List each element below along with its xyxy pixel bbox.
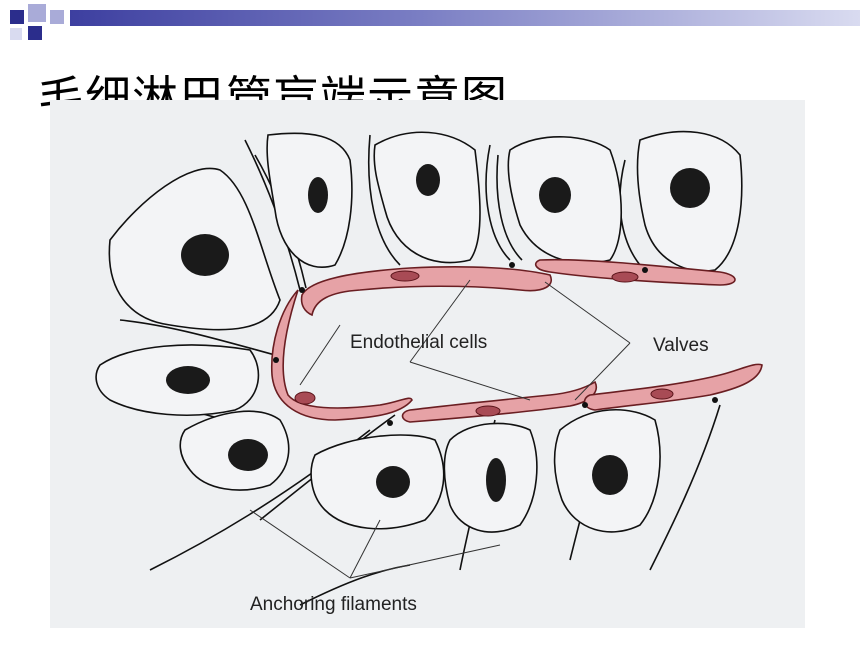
- nucleus: [308, 177, 328, 213]
- nucleus: [670, 168, 710, 208]
- nucleus: [228, 439, 268, 471]
- junction-dot: [299, 287, 305, 293]
- junction-dot: [509, 262, 515, 268]
- pointer-anchoring: [249, 509, 351, 579]
- nuclei: [166, 164, 710, 502]
- deco-square-light-1: [28, 4, 46, 22]
- tissue-line: [485, 144, 511, 261]
- cell: [373, 131, 481, 264]
- header-gradient-bar: [70, 10, 860, 26]
- endothelial-cell-bottom: [401, 380, 597, 423]
- junction-dot: [582, 402, 588, 408]
- label-valves: Valves: [653, 335, 709, 356]
- nucleus: [166, 366, 210, 394]
- endothelial-cell-bottom-right: [583, 363, 763, 411]
- tissue-line: [649, 404, 721, 571]
- endothelium: [270, 258, 763, 423]
- pointer-valves: [544, 281, 631, 344]
- pointer-lines: [249, 279, 631, 579]
- nucleus: [416, 164, 440, 196]
- nucleus: [486, 458, 506, 502]
- lymph-capillary-diagram: Endothelial cells Valves Anchoring filam…: [50, 100, 805, 628]
- junction-dot: [273, 357, 279, 363]
- junction-dot: [387, 420, 393, 426]
- diagram-svg: Endothelial cells Valves Anchoring filam…: [95, 130, 763, 615]
- endothelial-cell-upper: [300, 266, 552, 317]
- endothelial-cell-left: [270, 289, 413, 421]
- label-anchoring-filaments: Anchoring filaments: [250, 594, 417, 615]
- nucleus: [592, 455, 628, 495]
- deco-square-light-2: [50, 10, 64, 24]
- deco-square-dark-1: [10, 10, 24, 24]
- pointer-anchoring: [349, 519, 381, 579]
- endothelial-nuclei: [294, 270, 674, 417]
- junction-markers: [273, 262, 718, 426]
- pointer-endothelial: [409, 361, 531, 401]
- endothelial-nucleus: [611, 271, 639, 283]
- endothelial-nucleus: [390, 270, 420, 282]
- endothelial-nucleus: [294, 391, 316, 405]
- endothelial-nucleus: [650, 388, 674, 400]
- label-endothelial-cells: Endothelial cells: [350, 332, 487, 353]
- endothelial-nucleus: [475, 405, 501, 417]
- tissue-line: [119, 319, 276, 356]
- tissue-line: [367, 134, 401, 266]
- deco-square-dark-2: [28, 26, 42, 40]
- pointer-endothelial: [409, 279, 471, 363]
- deco-square-light-3: [10, 28, 22, 40]
- pointer-anchoring: [349, 544, 501, 579]
- nucleus: [376, 466, 410, 498]
- endothelial-cell-top-right: [534, 258, 736, 286]
- pointer-valves: [574, 342, 631, 401]
- junction-dot: [712, 397, 718, 403]
- pointer-endothelial: [299, 324, 341, 386]
- nucleus: [181, 234, 229, 276]
- tissue-line: [496, 154, 523, 261]
- nucleus: [539, 177, 571, 213]
- junction-dot: [642, 267, 648, 273]
